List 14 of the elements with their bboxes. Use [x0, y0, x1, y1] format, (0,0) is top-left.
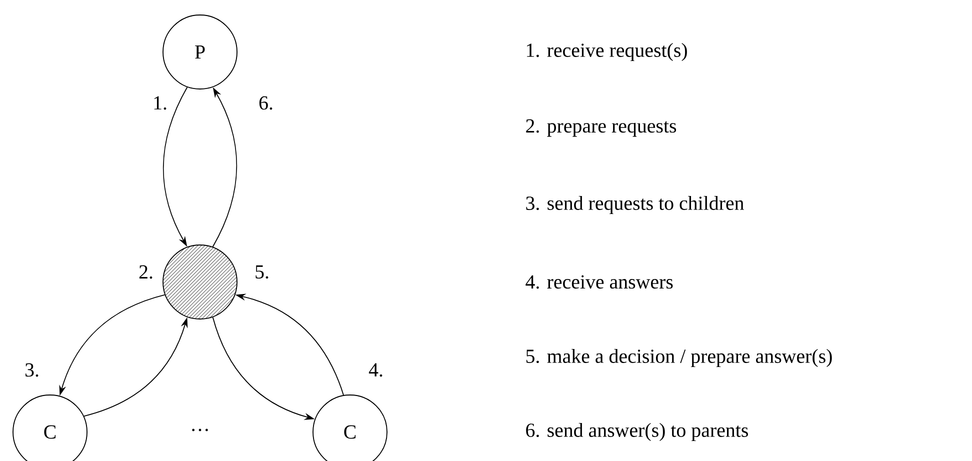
step-number: 2.: [139, 265, 152, 279]
step-description: 6. send answer(s) to parents: [526, 422, 748, 442]
edge-label: 4.: [368, 363, 382, 377]
hatched-circle: [162, 244, 238, 320]
step-description: 3. send requests to children: [526, 196, 744, 214]
ellipsis: …: [192, 428, 208, 432]
step-description: 1. receive request(s): [526, 42, 687, 62]
step-description: 2. prepare requests: [526, 119, 676, 137]
edge-label: 6.: [259, 96, 272, 110]
edge-label: 3.: [26, 363, 38, 377]
step-number: 5.: [256, 265, 268, 279]
step-description: 5. make a decision / prepare answer(s): [526, 348, 832, 368]
step-description: 4. receive answers: [526, 275, 673, 289]
edge-label: 1.: [154, 96, 166, 110]
